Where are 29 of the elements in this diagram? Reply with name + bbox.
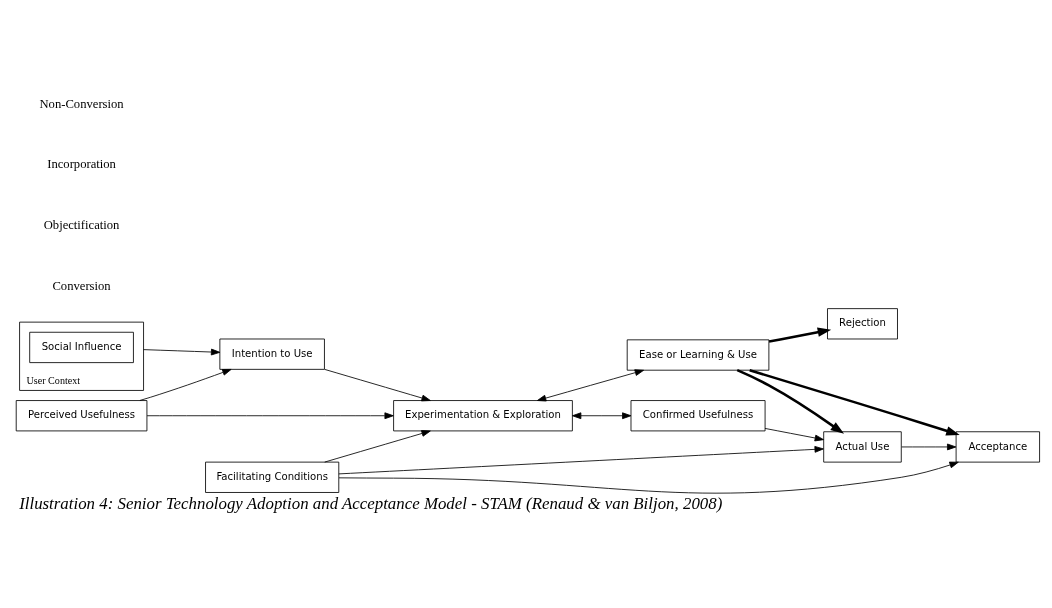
arrow xyxy=(146,412,394,420)
node-box: Perceived Usefulness xyxy=(15,400,148,432)
node-box: Ease or Learning & Use xyxy=(626,339,770,371)
arrow xyxy=(324,368,431,402)
arrow xyxy=(749,369,960,436)
arrow xyxy=(324,430,431,463)
caption: Illustration 4: Senior Technology Adoption and Acceptance Model - STAM (Renaud & van Biljon, 2008) xyxy=(19,494,723,514)
arrow xyxy=(338,461,959,494)
arrow xyxy=(768,327,832,343)
node-box: Experimentation & Exploration xyxy=(393,400,573,432)
arrow xyxy=(764,428,824,442)
arrow xyxy=(338,445,824,475)
node-box: Confirmed Usefulness xyxy=(630,400,766,432)
node-box: Actual Use xyxy=(823,431,902,463)
arrow xyxy=(736,369,845,434)
node-box: Intention to Use xyxy=(219,338,325,370)
label: Objectification xyxy=(43,217,120,232)
arrow xyxy=(139,368,232,401)
node-box: Facilitating Conditions xyxy=(205,461,340,493)
node-box: Acceptance xyxy=(955,431,1040,463)
label: Conversion xyxy=(52,278,111,293)
label: Incorporation xyxy=(47,157,116,172)
node-box: Social Influence xyxy=(29,331,134,364)
arrow xyxy=(901,443,957,451)
arrow xyxy=(572,412,632,420)
node-box: Rejection xyxy=(827,308,898,340)
arrow xyxy=(143,348,221,356)
arrow xyxy=(537,369,645,402)
label: Non-Conversion xyxy=(39,96,124,111)
